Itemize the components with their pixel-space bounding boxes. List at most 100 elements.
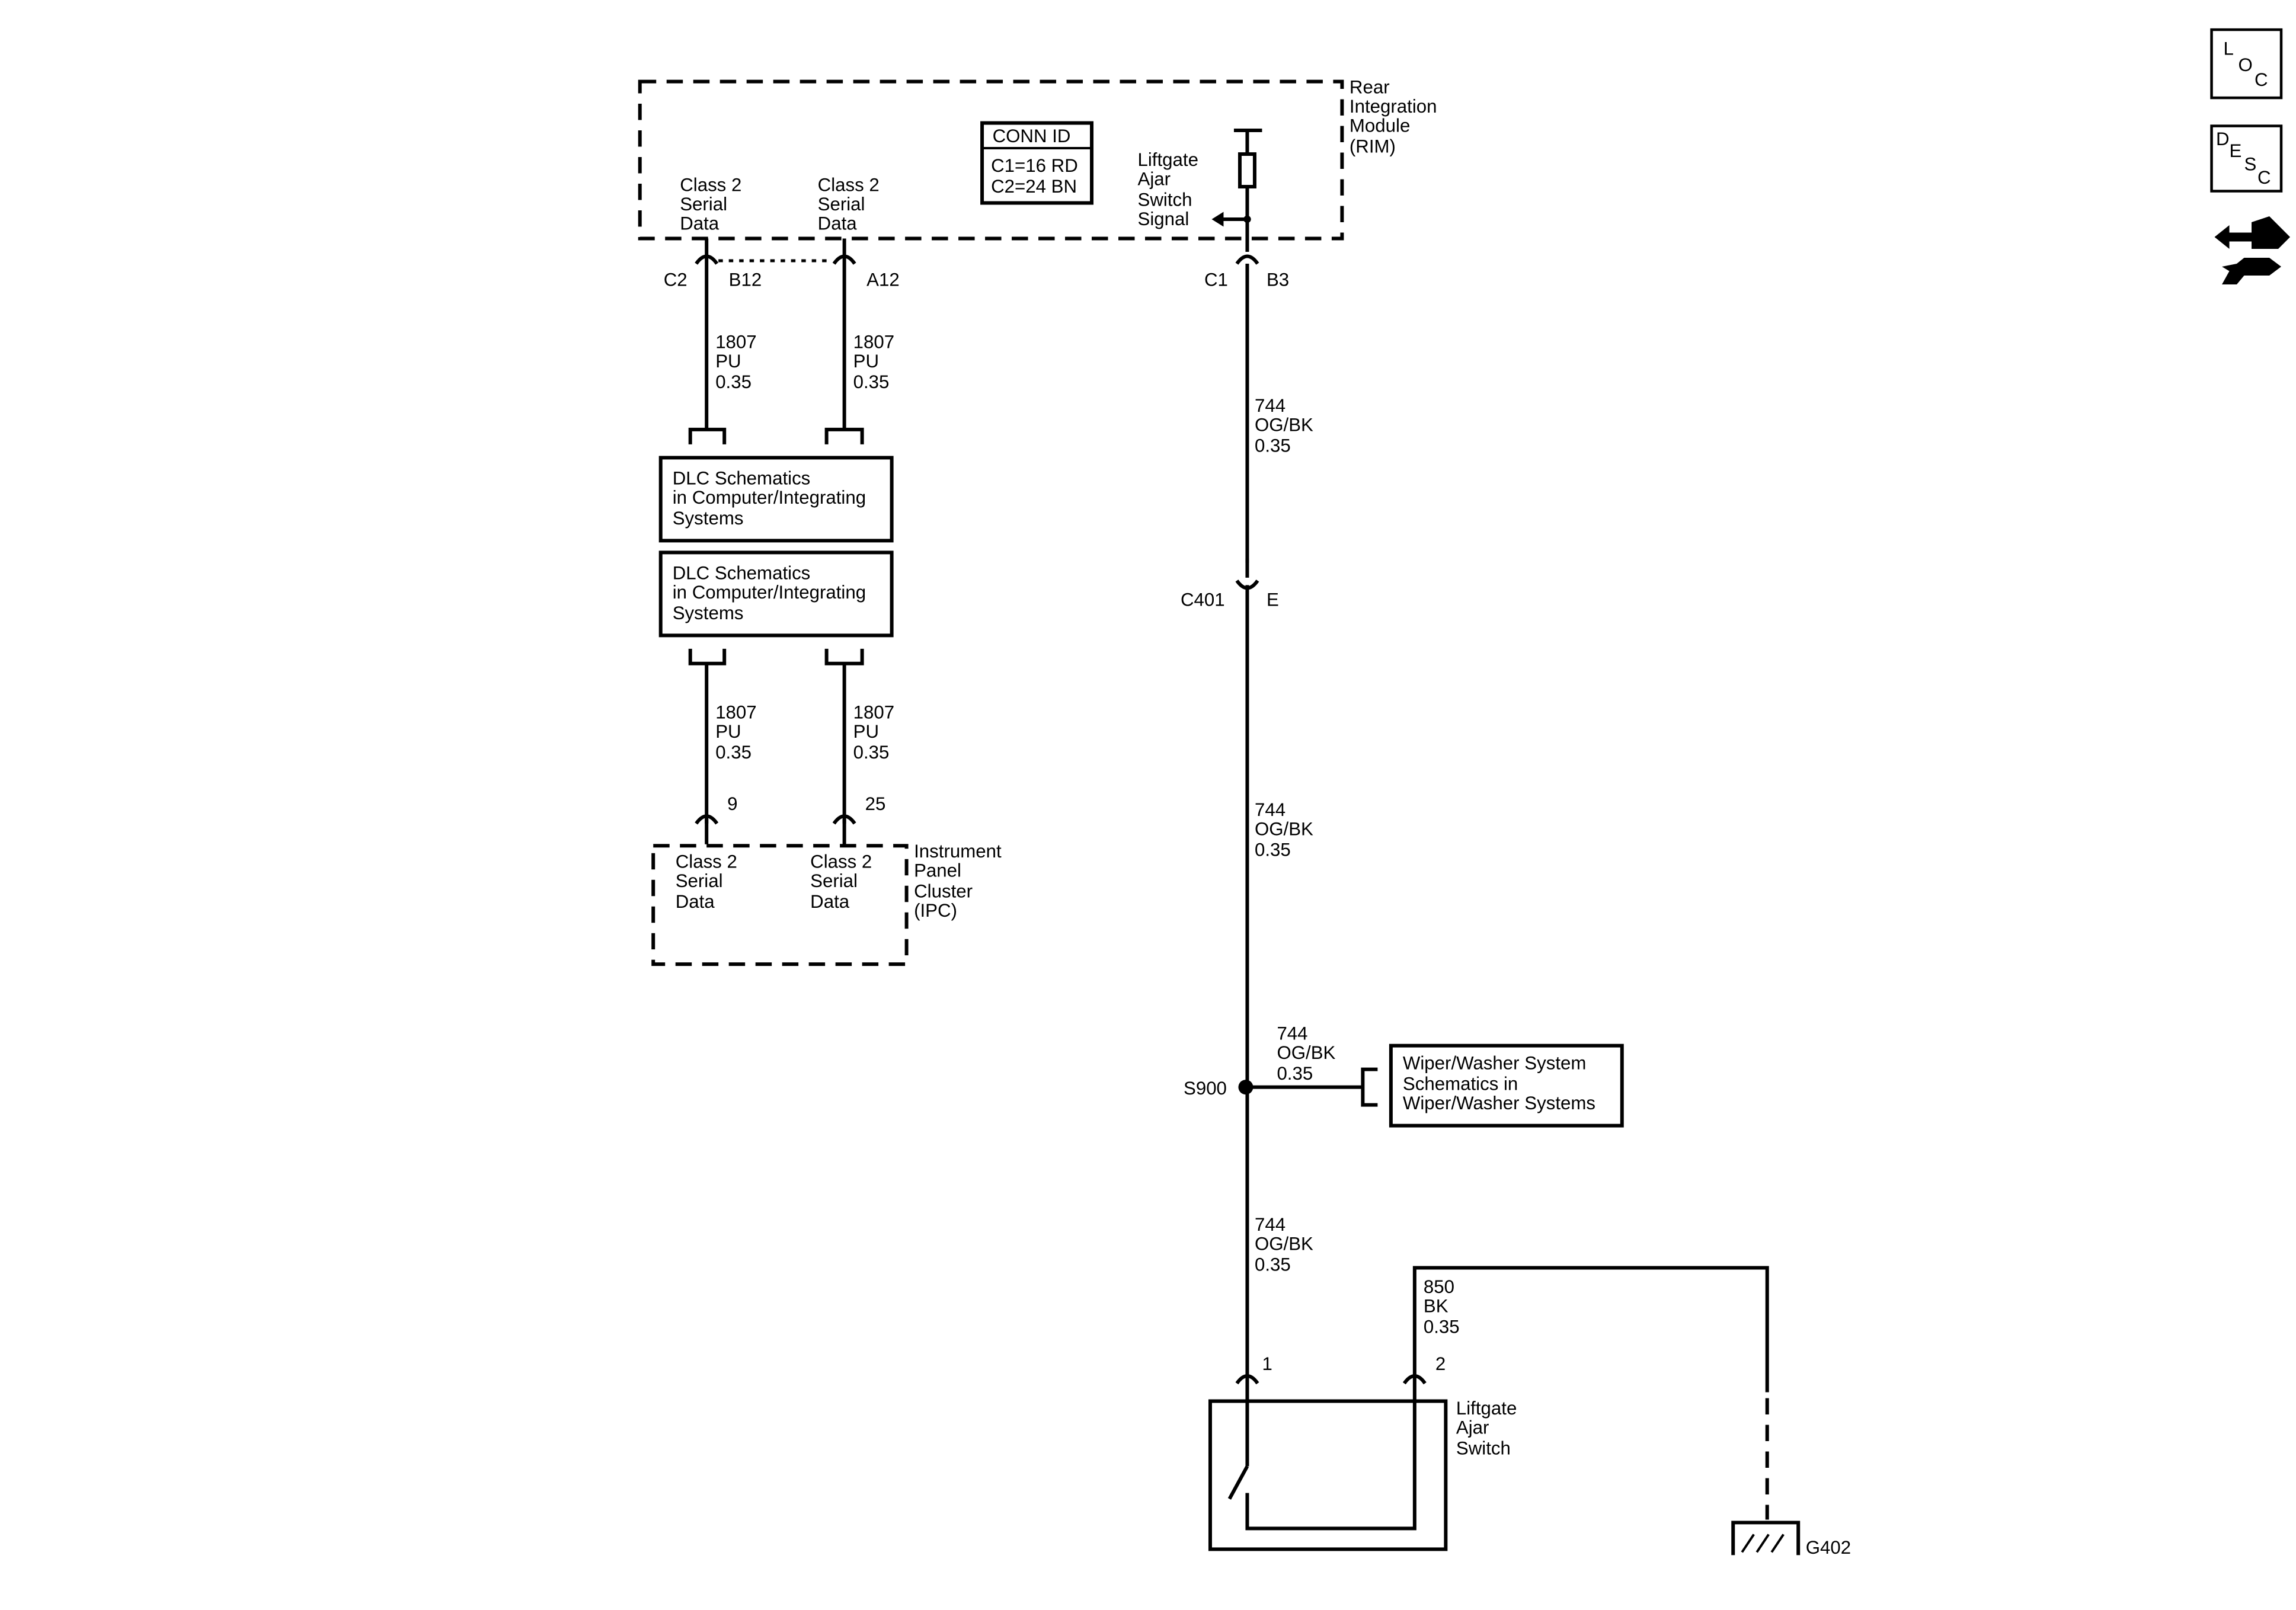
- connector-b3: B3: [1267, 269, 1289, 290]
- rim-title-3: Module: [1350, 116, 1410, 136]
- loc-icon[interactable]: L O C: [2210, 28, 2283, 100]
- connector-a12: A12: [866, 269, 900, 290]
- ipc-pin-right-label-1: Class 2: [810, 852, 872, 872]
- rim-title-2: Integration: [1350, 96, 1437, 117]
- conn-id-header: CONN ID: [993, 126, 1071, 146]
- ipc-module: Class 2 Serial Data Class 2 Serial Data …: [651, 841, 1002, 966]
- wire-850-2: BK: [1424, 1296, 1448, 1317]
- wire-744-d-1: 744: [1255, 1214, 1285, 1235]
- dlc-lower-line1: DLC Schematics: [673, 562, 811, 583]
- wire-744-a-3: 0.35: [1255, 435, 1291, 456]
- wire-1807-left-3: 0.35: [715, 372, 752, 392]
- switch-signal-label-4: Signal: [1138, 209, 1189, 229]
- rim-pin-right-label-1: Class 2: [818, 175, 880, 196]
- switch-title-3: Switch: [1456, 1438, 1511, 1458]
- desc-letter-d: D: [2216, 129, 2230, 149]
- wire-1807-left-lower-3: 0.35: [715, 742, 752, 763]
- wire-744-main: [1235, 254, 1259, 1398]
- wire-1807-right-2: PU: [853, 351, 879, 372]
- flip-arrow-icon[interactable]: [2214, 216, 2291, 284]
- ipc-pin-25: 25: [865, 793, 886, 814]
- wire-1807-right-3: 0.35: [853, 372, 890, 392]
- ipc-pin-right-label-3: Data: [810, 891, 850, 912]
- ipc-pin-left-label-2: Serial: [676, 870, 723, 891]
- switch-pin-2: 2: [1435, 1353, 1446, 1374]
- wire-1807-left-2: PU: [715, 351, 741, 372]
- dlc-lower-line2: in Computer/Integrating: [673, 582, 866, 603]
- ground-label: G402: [1806, 1537, 1851, 1558]
- ipc-pin-left-label-1: Class 2: [676, 852, 737, 872]
- desc-letter-s: S: [2244, 154, 2257, 175]
- switch-signal-label-3: Switch: [1138, 190, 1192, 210]
- wire-1807-right-lower-3: 0.35: [853, 742, 890, 763]
- rim-module: Rear Integration Module (RIM) Class 2 Se…: [638, 77, 1437, 252]
- wire-850-3: 0.35: [1424, 1317, 1460, 1337]
- rim-pin-right-label-2: Serial: [818, 194, 865, 215]
- signal-arrow-icon: [1211, 212, 1224, 227]
- wire-744-d-2: OG/BK: [1255, 1234, 1313, 1254]
- loc-letter-c: C: [2255, 69, 2268, 90]
- wire-850-ground: [1412, 1266, 1769, 1520]
- wire-850-1: 850: [1424, 1276, 1454, 1297]
- ipc-pin-left-label-3: Data: [676, 891, 715, 912]
- connector-b12: B12: [729, 269, 762, 290]
- switch-title-1: Liftgate: [1456, 1398, 1517, 1419]
- rim-title-1: Rear: [1350, 77, 1390, 98]
- wiper-line2: Schematics in: [1403, 1074, 1518, 1094]
- wire-744-d-3: 0.35: [1255, 1254, 1291, 1275]
- wiper-washer-box[interactable]: Wiper/Washer System Schematics in Wiper/…: [1389, 1044, 1624, 1128]
- wiper-line1: Wiper/Washer System: [1403, 1053, 1587, 1074]
- class2-wire-left: [688, 238, 727, 444]
- dlc-upper-line3: Systems: [673, 508, 744, 529]
- dlc-upper-line2: in Computer/Integrating: [673, 487, 866, 508]
- wire-744-a-1: 744: [1255, 395, 1285, 416]
- wire-744-b-3: 0.35: [1255, 840, 1291, 860]
- ipc-title-4: (IPC): [914, 900, 957, 921]
- ground-icon: [1731, 1521, 1801, 1555]
- switch-title-2: Ajar: [1456, 1417, 1489, 1438]
- wire-744-c-3: 0.35: [1277, 1063, 1313, 1084]
- connector-c1: C1: [1204, 269, 1228, 290]
- desc-letter-e: E: [2230, 140, 2242, 161]
- connector-e: E: [1267, 589, 1279, 610]
- wire-1807-left-lower-2: PU: [715, 721, 741, 742]
- wiper-line3: Wiper/Washer Systems: [1403, 1093, 1595, 1113]
- dlc-lower-line3: Systems: [673, 603, 744, 623]
- rim-pin-right-label-3: Data: [818, 213, 858, 234]
- rim-boundary: [638, 79, 1344, 241]
- wire-1807-right-1: 1807: [853, 331, 894, 352]
- switch-pin-1: 1: [1262, 1353, 1272, 1374]
- class2-wire-left-lower: [688, 648, 727, 844]
- rim-pin-left-label-3: Data: [680, 213, 720, 234]
- connector-c2: C2: [664, 269, 687, 290]
- rim-pin-left-label-1: Class 2: [680, 175, 741, 196]
- wire-1807-right-lower-1: 1807: [853, 702, 894, 722]
- wire-1807-right-lower-2: PU: [853, 721, 879, 742]
- ipc-title-2: Panel: [914, 860, 961, 881]
- switch-signal-label-2: Ajar: [1138, 169, 1171, 190]
- rim-title-4: (RIM): [1350, 136, 1396, 157]
- dlc-box-upper[interactable]: DLC Schematics in Computer/Integrating S…: [658, 456, 894, 543]
- connector-c401: C401: [1181, 589, 1225, 610]
- desc-letter-c: C: [2257, 167, 2271, 188]
- wire-744-a-2: OG/BK: [1255, 414, 1313, 435]
- wire-744-c-2: OG/BK: [1277, 1042, 1335, 1063]
- dlc-upper-line1: DLC Schematics: [673, 468, 811, 488]
- dlc-box-lower[interactable]: DLC Schematics in Computer/Integrating S…: [658, 550, 894, 638]
- conn-id-line1: C1=16 RD: [991, 155, 1078, 176]
- conn-id-box: CONN ID C1=16 RD C2=24 BN: [980, 121, 1094, 205]
- class2-wire-right: [824, 238, 864, 444]
- ipc-title-3: Cluster: [914, 881, 973, 902]
- rim-pin-left-label-2: Serial: [680, 194, 727, 215]
- loc-letter-l: L: [2224, 39, 2234, 59]
- pullup-resistor-icon: [1211, 129, 1262, 252]
- liftgate-ajar-switch: Liftgate Ajar Switch: [1208, 1374, 1517, 1551]
- wire-1807-left-lower-1: 1807: [715, 702, 756, 722]
- ipc-title-1: Instrument: [914, 841, 1002, 862]
- ipc-pin-9: 9: [727, 793, 737, 814]
- wire-1807-left-1: 1807: [715, 331, 756, 352]
- wire-744-b-2: OG/BK: [1255, 819, 1313, 840]
- class2-wire-right-lower: [824, 648, 864, 844]
- desc-icon[interactable]: D E S C: [2210, 124, 2283, 193]
